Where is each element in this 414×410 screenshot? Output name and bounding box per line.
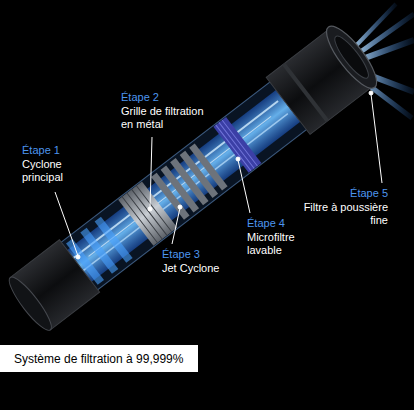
step-callout: Étape 4Microfiltre lavable bbox=[247, 217, 317, 258]
step-callout: Étape 2Grille de filtration en métal bbox=[121, 91, 217, 132]
caption-box: Système de filtration à 99,999% bbox=[0, 345, 198, 372]
leader-lines bbox=[55, 91, 382, 259]
step-name: Microfiltre lavable bbox=[247, 231, 317, 258]
filter-cylinder bbox=[1, 20, 384, 339]
step-number: Étape 4 bbox=[247, 217, 317, 231]
step-number: Étape 1 bbox=[22, 144, 92, 158]
step-name: Grille de filtration en métal bbox=[121, 105, 217, 132]
step-name: Jet Cyclone bbox=[162, 262, 262, 276]
step-name: Cyclone principal bbox=[22, 158, 92, 185]
step-name: Filtre à poussière fine bbox=[303, 201, 388, 228]
step-callout: Étape 1Cyclone principal bbox=[22, 144, 92, 185]
step-callout: Étape 5Filtre à poussière fine bbox=[303, 187, 388, 228]
caption-text: Système de filtration à 99,999% bbox=[14, 352, 198, 366]
step-number: Étape 5 bbox=[303, 187, 388, 201]
step-number: Étape 2 bbox=[121, 91, 217, 105]
